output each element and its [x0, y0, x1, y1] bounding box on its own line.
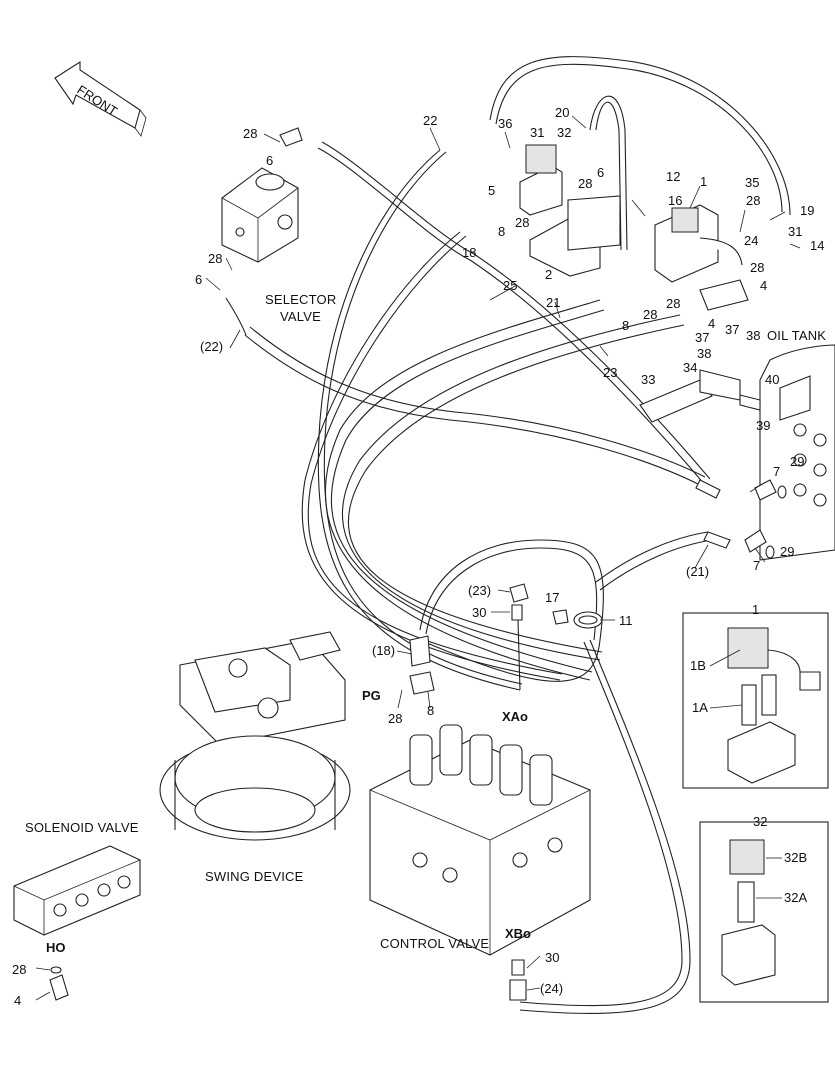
callout: 28: [243, 126, 257, 141]
callout: 28: [666, 296, 680, 311]
callout: 37: [725, 322, 739, 337]
callout: 30: [472, 605, 486, 620]
callout: (21): [686, 564, 709, 579]
detail-box-1: [682, 612, 829, 789]
callout: 39: [756, 418, 770, 433]
callout: 22: [423, 113, 437, 128]
solenoid-assembly: [654, 204, 749, 311]
center-fittings: [409, 583, 569, 695]
callout: 28: [208, 251, 222, 266]
callout: 32: [557, 125, 571, 140]
detail-32-label-32a: 32A: [784, 890, 807, 905]
callout: (18): [372, 643, 395, 658]
callout: 14: [810, 238, 824, 253]
callout: (24): [540, 981, 563, 996]
callout: 4: [760, 278, 767, 293]
mounting-bracket: [519, 144, 621, 277]
callout: 34: [683, 360, 697, 375]
selector-valve-title-line2: VALVE: [280, 309, 321, 324]
callout: 19: [800, 203, 814, 218]
callout: 37: [695, 330, 709, 345]
swing-device: [159, 631, 351, 841]
callout: 28: [515, 215, 529, 230]
control-valve-title: CONTROL VALVE: [380, 936, 489, 951]
port-xao: XAo: [502, 709, 528, 724]
callout: 31: [530, 125, 544, 140]
callout: 31: [788, 224, 802, 239]
hose-bundle: [225, 56, 791, 1014]
callout: 8: [427, 703, 434, 718]
callout: 18: [462, 245, 476, 260]
selector-valve-title-line1: SELECTOR: [265, 292, 336, 307]
callout: 38: [746, 328, 760, 343]
solenoid-valve-title: SOLENOID VALVE: [25, 820, 139, 835]
callout: 8: [498, 224, 505, 239]
bottom-fittings: [509, 959, 527, 1001]
callout: 28: [578, 176, 592, 191]
callout: 6: [195, 272, 202, 287]
detail-1-title: 1: [752, 602, 759, 617]
callout: 20: [555, 105, 569, 120]
swing-device-title: SWING DEVICE: [205, 869, 304, 884]
front-arrow: FRONT: [54, 60, 147, 137]
port-xbo: XBo: [505, 926, 531, 941]
callout: 8: [622, 318, 629, 333]
callouts: 1 2 4 4 4 5 6 6 6 7 7 8 8 8 11 12 14 16 …: [12, 105, 824, 1008]
callout: 36: [498, 116, 512, 131]
solenoid-valve-block: [13, 845, 141, 1001]
callout: 5: [488, 183, 495, 198]
callout: 28: [750, 260, 764, 275]
callout: 11: [619, 613, 633, 628]
callout: 23: [603, 365, 617, 380]
callout: 35: [745, 175, 759, 190]
control-valve: [369, 724, 591, 956]
callout: 12: [666, 169, 680, 184]
callout: 33: [641, 372, 655, 387]
detail-box-32: [699, 821, 829, 1003]
port-ho: HO: [46, 940, 66, 955]
callout: 29: [790, 454, 804, 469]
selector-valve: [221, 127, 303, 263]
callout: (22): [200, 339, 223, 354]
callout: 28: [746, 193, 760, 208]
callout: 29: [780, 544, 794, 559]
detail-1-label-1a: 1A: [692, 700, 708, 715]
callout: 7: [753, 558, 760, 573]
callout: 16: [668, 193, 682, 208]
callout: 7: [773, 464, 780, 479]
oil-tank-title: OIL TANK: [767, 328, 826, 343]
pressure-sensor: [639, 369, 761, 423]
callout: 28: [388, 711, 402, 726]
tank-fittings: [695, 479, 787, 559]
callout: 28: [12, 962, 26, 977]
callout: (23): [468, 583, 491, 598]
detail-32-title: 32: [753, 814, 767, 829]
callout: 38: [697, 346, 711, 361]
callout: 25: [503, 278, 517, 293]
callout: 4: [708, 316, 715, 331]
callout: 24: [744, 233, 758, 248]
callout: 30: [545, 950, 559, 965]
callout: 28: [643, 307, 657, 322]
callout: 1: [700, 174, 707, 189]
callout: 21: [546, 295, 560, 310]
callout: 40: [765, 372, 779, 387]
callout: 17: [545, 590, 559, 605]
port-pg: PG: [362, 688, 381, 703]
detail-32-label-32b: 32B: [784, 850, 807, 865]
callout: 6: [597, 165, 604, 180]
hose-clamp: [573, 611, 603, 629]
callout: 2: [545, 267, 552, 282]
oil-tank: [759, 344, 835, 561]
callout: 6: [266, 153, 273, 168]
callout: 4: [14, 993, 21, 1008]
detail-1-label-1b: 1B: [690, 658, 706, 673]
leader-lines: [35, 115, 801, 1001]
